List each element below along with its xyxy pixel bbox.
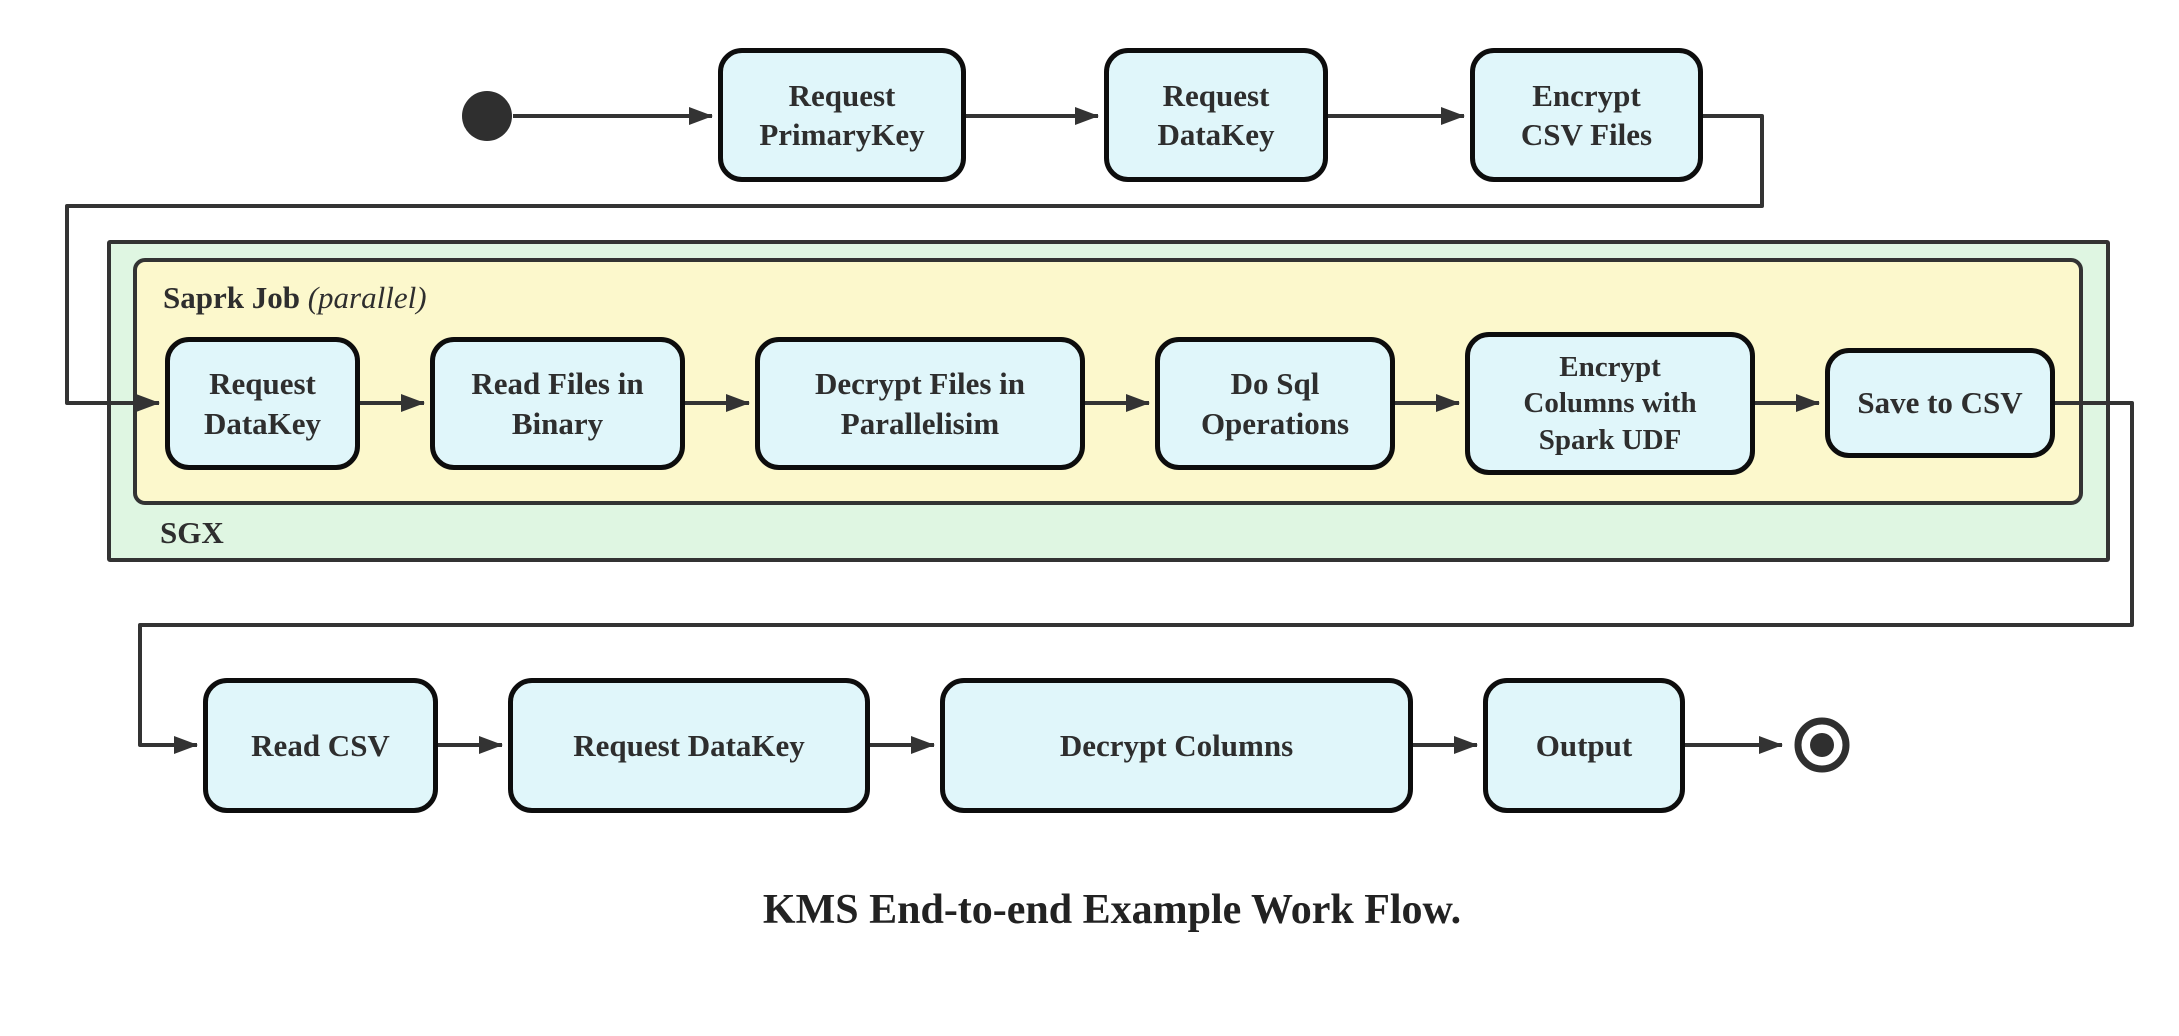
state-encrypt-columns-spark-udf: Encrypt Columns with Spark UDF [1465,332,1755,475]
state-output: Output [1483,678,1685,813]
state-label: Read CSV [251,727,390,763]
state-decrypt-columns: Decrypt Columns [940,678,1413,813]
state-label: Output [1535,727,1633,763]
state-save-to-csv: Save to CSV [1825,348,2055,458]
state-read-csv: Read CSV [203,678,438,813]
diagram-caption: KMS End-to-end Example Work Flow. [762,887,1462,933]
state-label: Decrypt Files in Parallelisim [814,366,1026,441]
state-label: Encrypt CSV Files [1520,77,1653,152]
state-read-files-binary: Read Files in Binary [430,337,685,470]
state-label: Save to CSV [1857,385,2023,421]
state-label: Request DataKey [203,366,322,441]
state-request-datakey-top: Request DataKey [1104,48,1328,182]
start-state-icon [462,91,512,141]
spark-job-qualifier: (parallel) [307,280,427,315]
state-label: Request PrimaryKey [759,77,925,152]
state-request-primarykey: Request PrimaryKey [718,48,966,182]
state-bottom-request-datakey: Request DataKey [508,678,870,813]
state-encrypt-csv-files: Encrypt CSV Files [1470,48,1703,182]
state-label: Decrypt Columns [1059,727,1294,763]
state-decrypt-files-parallelism: Decrypt Files in Parallelisim [755,337,1085,470]
spark-job-title: Saprk Job [163,280,300,315]
state-spark-request-datakey: Request DataKey [165,337,360,470]
state-label: Encrypt Columns with Spark UDF [1523,350,1697,456]
state-label: Request DataKey [1157,77,1275,152]
state-label: Request DataKey [573,727,805,763]
sgx-label: SGX [160,515,224,550]
state-do-sql-operations: Do Sql Operations [1155,337,1395,470]
state-label: Do Sql Operations [1200,366,1350,441]
end-state-icon [1794,717,1850,773]
state-label: Read Files in Binary [471,366,644,441]
spark-job-label: Saprk Job (parallel) [163,280,427,316]
